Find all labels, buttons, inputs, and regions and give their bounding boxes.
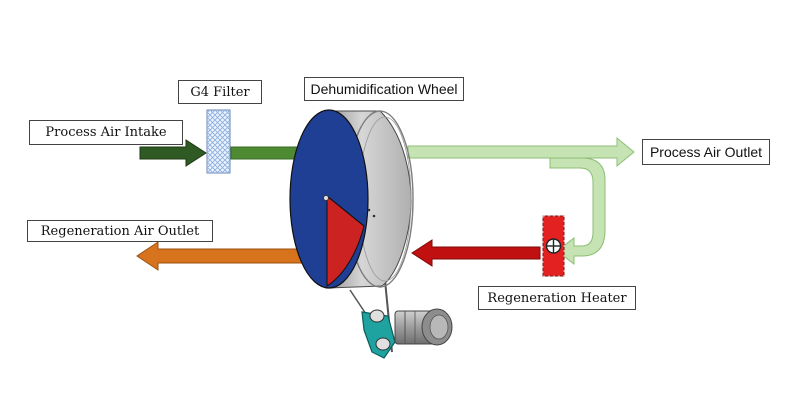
- label-process-air-intake: Process Air Intake: [29, 120, 183, 145]
- regeneration-air-outlet-arrow: [136, 241, 329, 271]
- process-air-intake-arrow: [139, 139, 207, 167]
- label-g4-filter: G4 Filter: [178, 80, 262, 104]
- label-process-air-outlet: Process Air Outlet: [642, 139, 770, 165]
- outlet-to-heater-branch: [549, 157, 606, 266]
- process-air-outlet-arrow: [407, 136, 635, 168]
- label-dehumidification-wheel: Dehumidification Wheel: [304, 77, 464, 101]
- wheel-drive-motor: [349, 269, 453, 359]
- dehumidification-wheel: [289, 109, 414, 289]
- regeneration-heater: [542, 215, 565, 277]
- g4-filter: [206, 109, 231, 174]
- heater-to-wheel-arrow: [411, 239, 541, 267]
- wheel-hub: [323, 195, 329, 201]
- label-regeneration-heater: Regeneration Heater: [478, 286, 636, 310]
- label-regeneration-air-outlet: Regeneration Air Outlet: [27, 220, 213, 242]
